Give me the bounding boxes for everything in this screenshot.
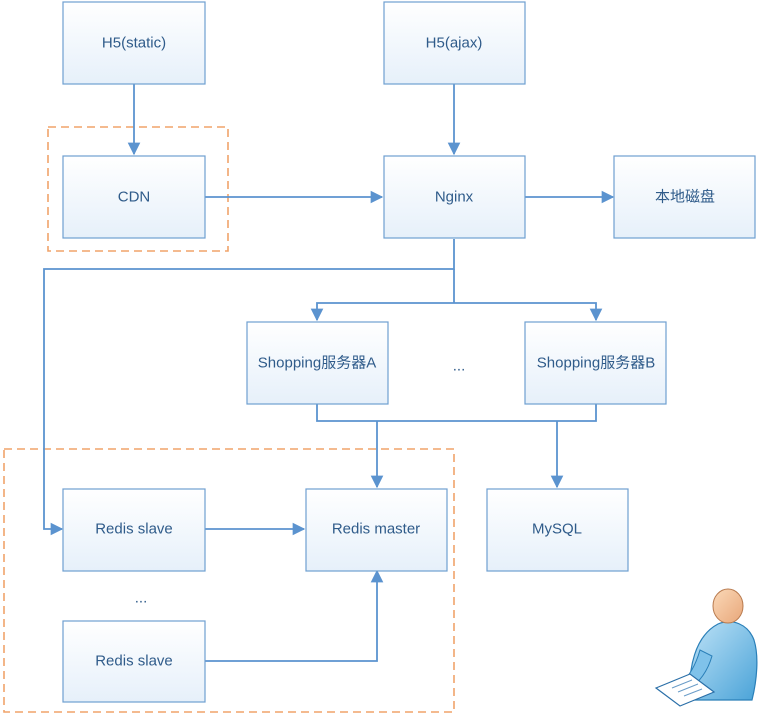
node-redis-master-label: Redis master [332,521,420,538]
node-shopping-a: Shopping服务器A [246,321,389,405]
edges [43,84,615,662]
cdn-group-boundary [47,126,229,252]
edge-nginx-redisslave [43,239,455,536]
node-cdn-label: CDN [118,189,151,206]
edge-nginx-shoppinga [310,302,454,322]
node-redis-master: Redis master [305,488,448,572]
node-shopping-b: Shopping服务器B [524,321,667,405]
edge-nginx-shoppingb [454,302,603,322]
node-nginx: Nginx [383,155,526,239]
node-redis-slave-1-label: Redis slave [95,521,173,538]
node-h5-static-label: H5(static) [102,35,166,52]
redis-group-boundary [3,448,455,713]
node-local-disk-label: 本地磁盘 [655,188,715,206]
user-at-desk-icon [654,588,758,707]
servers-ellipsis: ... [453,358,466,375]
redis-slaves-ellipsis: ... [135,590,148,607]
node-h5-ajax: H5(ajax) [383,1,526,85]
node-redis-slave-2: Redis slave [62,620,206,703]
node-shopping-a-label: Shopping服务器A [258,355,376,372]
edge-servers-bus [316,404,597,422]
node-h5-static: H5(static) [62,1,206,85]
node-cdn: CDN [62,155,206,239]
node-local-disk: 本地磁盘 [613,155,756,239]
edge-slave2-master [205,569,384,662]
node-redis-slave-1: Redis slave [62,488,206,572]
node-mysql: MySQL [486,488,629,572]
node-shopping-b-label: Shopping服务器B [537,355,655,372]
node-redis-slave-2-label: Redis slave [95,653,173,670]
node-h5-ajax-label: H5(ajax) [426,35,483,52]
node-nginx-label: Nginx [435,189,474,206]
node-mysql-label: MySQL [532,521,582,538]
